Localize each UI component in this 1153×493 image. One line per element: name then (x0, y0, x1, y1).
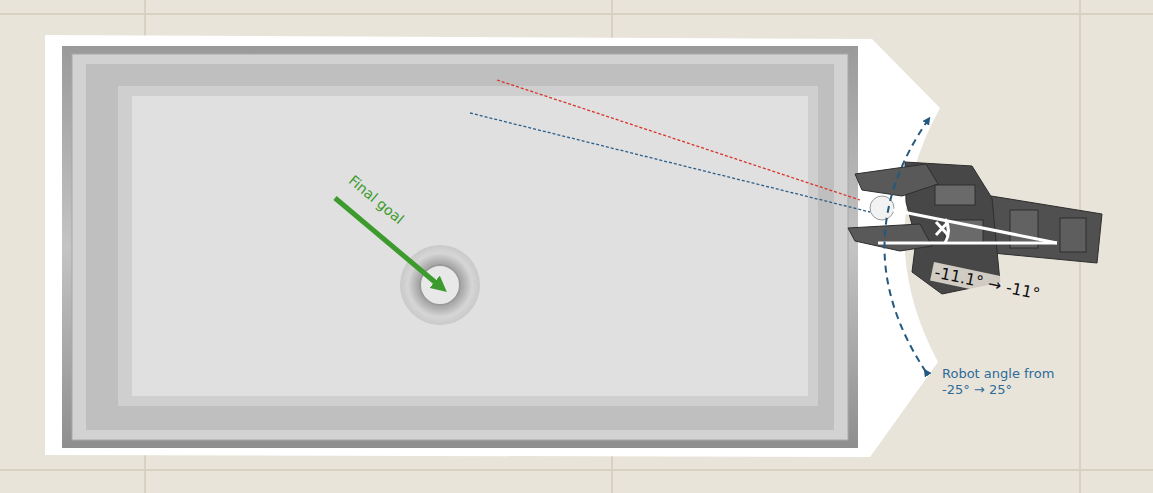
counter (45, 35, 940, 457)
tray-rim-inner (86, 64, 834, 430)
tray-bevel (118, 86, 818, 406)
tray-rim (72, 54, 848, 440)
sweep-arc (884, 120, 928, 372)
trajectory-line (497, 80, 860, 200)
tray-basin (132, 96, 808, 396)
range-label: Robot angle from -25° → 25° (942, 366, 1082, 397)
angle-lines (878, 210, 1057, 243)
trajectory-line (470, 113, 870, 212)
tray-frame (62, 46, 858, 448)
